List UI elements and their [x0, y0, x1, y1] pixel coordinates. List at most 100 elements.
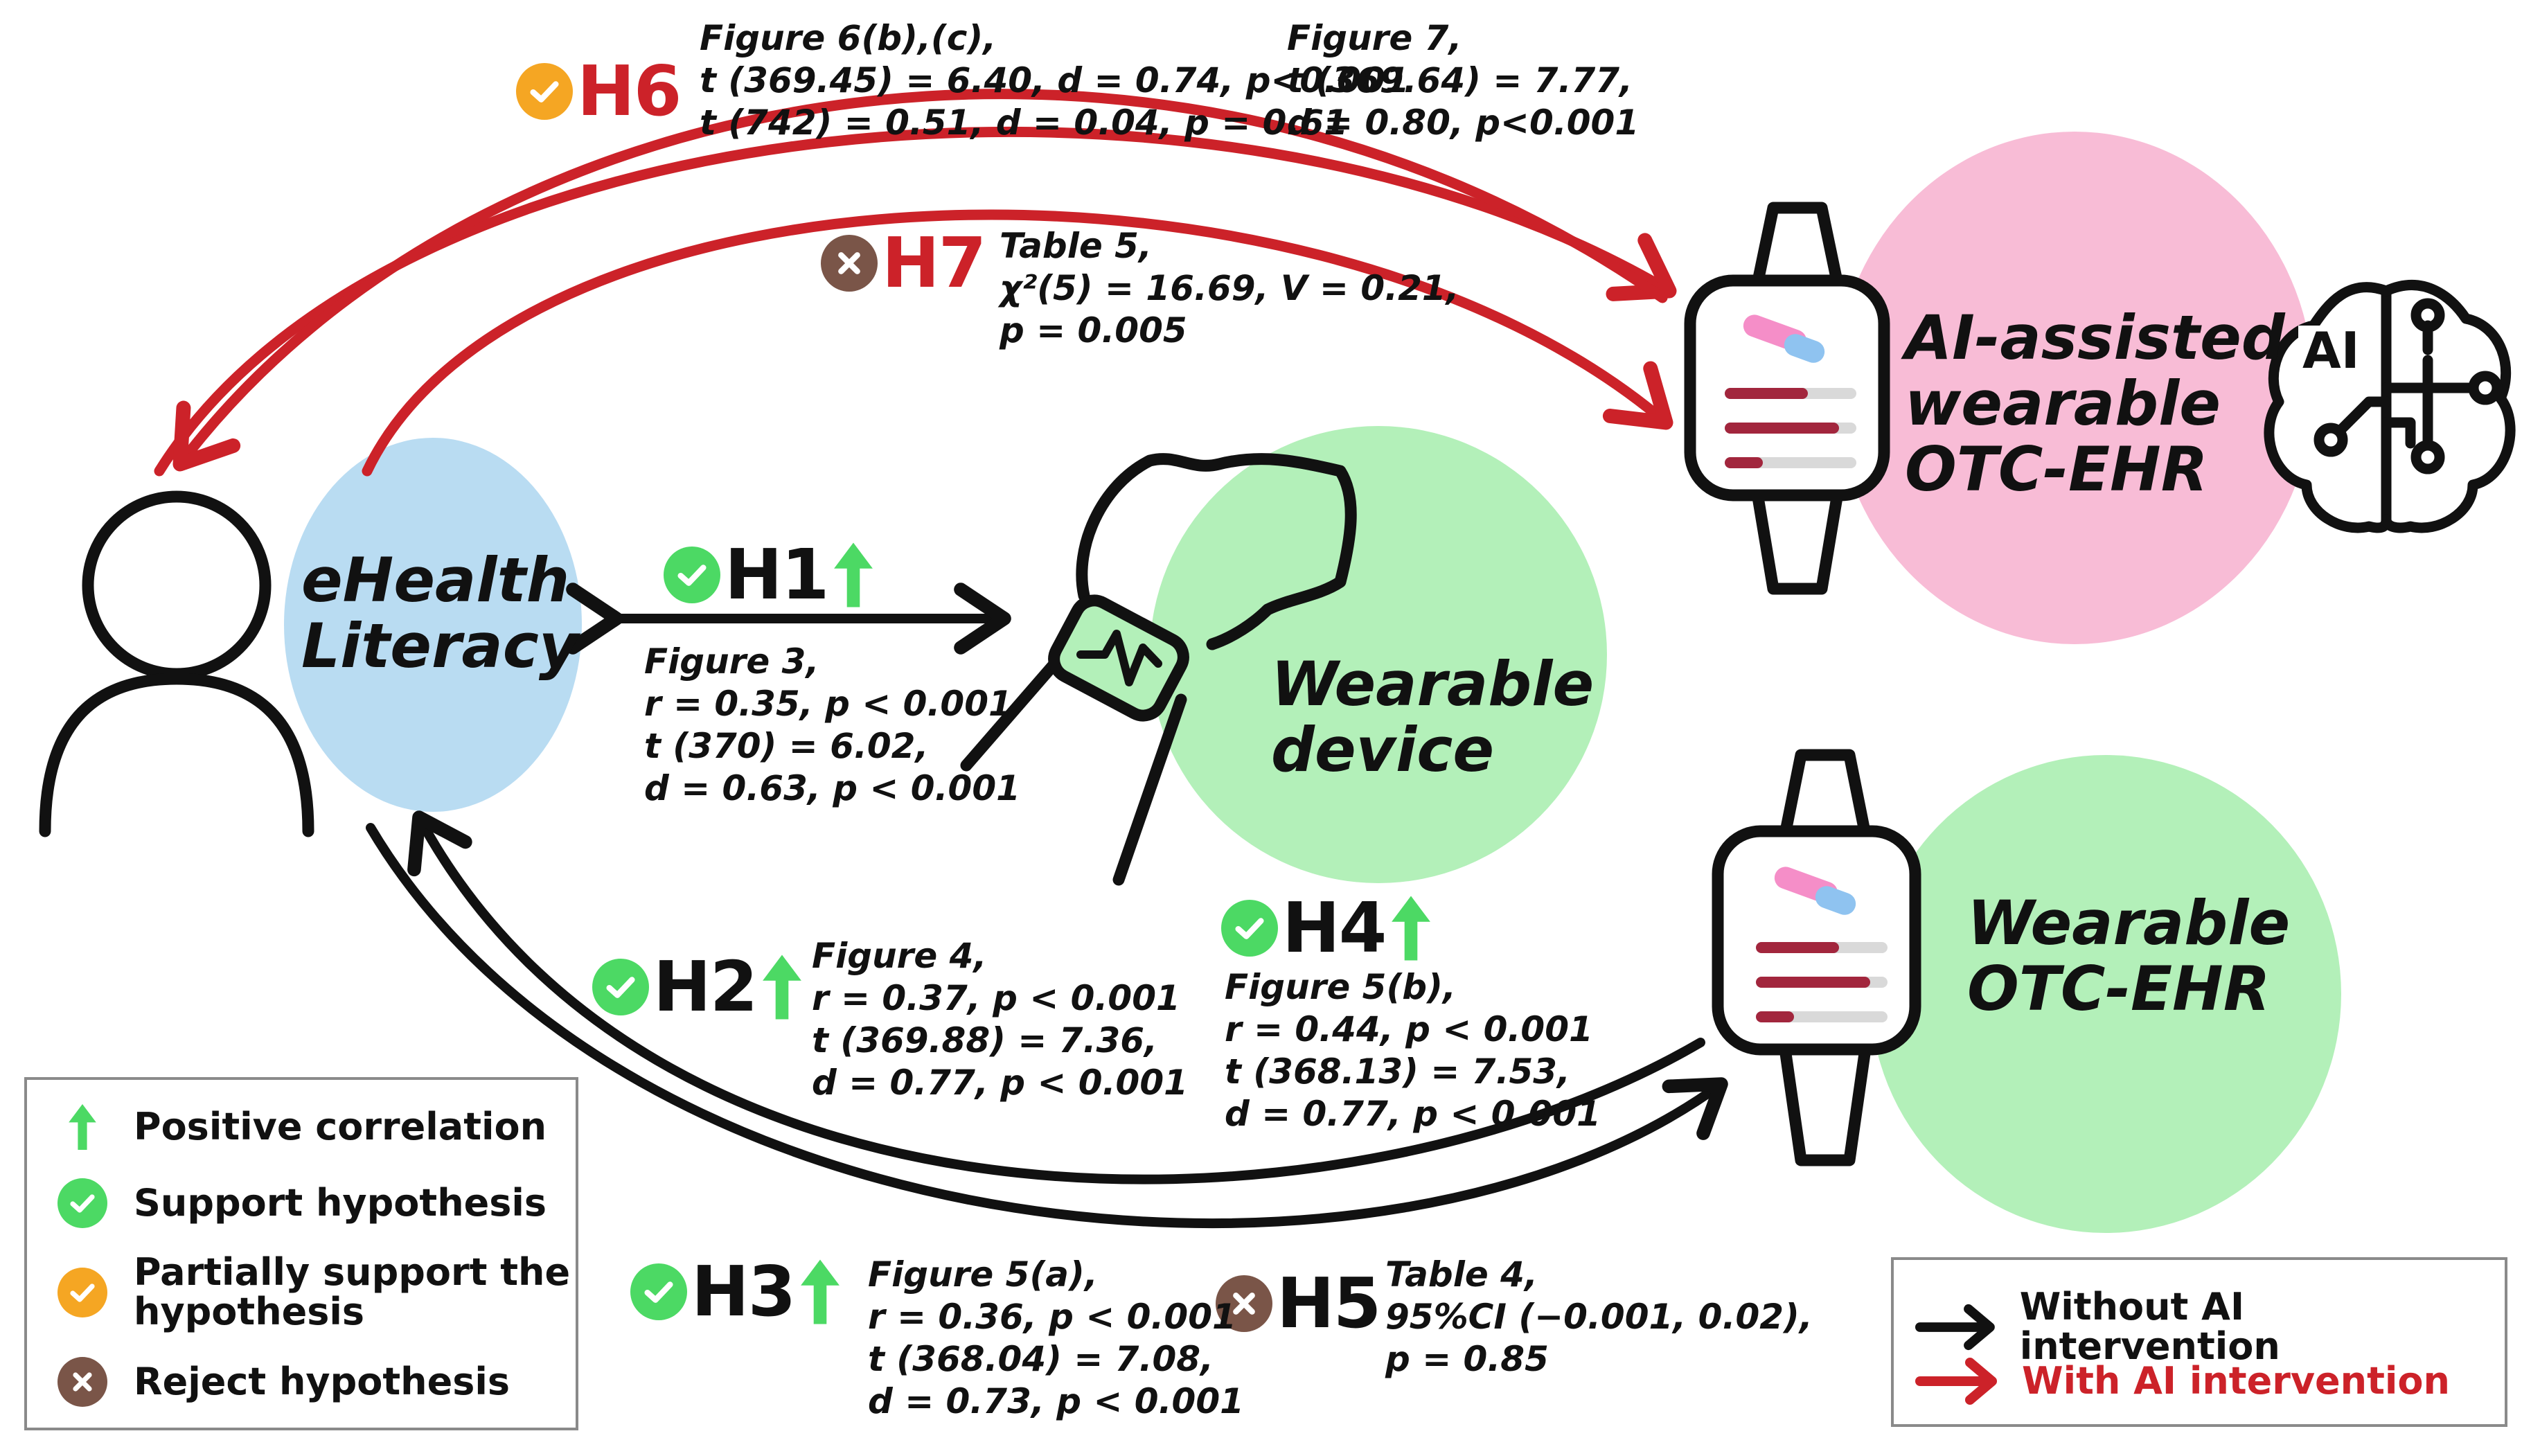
h4-stat-line: Figure 5(b),: [1225, 967, 1456, 1007]
reject-icon: [1216, 1275, 1272, 1332]
h6-stats-left: Figure 6(b),(c), t (369.45) = 6.40, d = …: [700, 17, 1410, 144]
h3-header: H3: [630, 1257, 842, 1326]
person-icon: [39, 490, 314, 837]
h6-stat-line: t (369.64) = 7.77,: [1287, 60, 1633, 100]
h4-header: H4: [1221, 894, 1432, 963]
h6-arrow-to-ehealth: [172, 89, 1668, 472]
black-arrow-icon: [1915, 1304, 1995, 1350]
legend-reject: Reject hypothesis: [55, 1357, 510, 1407]
h5-arrow: [407, 810, 1705, 1184]
h3-arrow: [366, 823, 1728, 1229]
h3-stat-line: t (368.04) = 7.08,: [868, 1339, 1214, 1379]
h2-stat-line: r = 0.37, p < 0.001: [812, 978, 1180, 1018]
h7-arrow: [362, 209, 1673, 477]
legend-positive-correlation-label: Positive correlation: [134, 1104, 547, 1148]
partial-icon: [57, 1267, 107, 1317]
ehr-label: Wearable OTC-EHR: [1967, 890, 2290, 1022]
h3-stat-line: Figure 5(a),: [868, 1254, 1098, 1295]
reject-icon: [821, 235, 878, 292]
ai-ehr-label: AI-assisted wearable OTC-EHR: [1905, 305, 2285, 502]
legend-with-ai-label: With AI intervention: [2022, 1358, 2450, 1403]
h6-stat-line: t (742) = 0.51, d = 0.04, p = 0.61: [700, 103, 1348, 143]
legend-support-icon-wrap: [55, 1178, 110, 1228]
h5-stat-line: 95%CI (−0.001, 0.02),: [1385, 1297, 1813, 1337]
wearable-device-label: Wearable device: [1271, 651, 1594, 783]
support-icon: [664, 547, 720, 603]
ehr-label-line2: OTC-EHR: [1967, 953, 2271, 1025]
h4-name: H4: [1282, 887, 1387, 968]
h7-stat-line: p = 0.005: [1000, 310, 1187, 350]
h2-stat-line: d = 0.77, p < 0.001: [812, 1063, 1188, 1103]
h6-header: H6: [516, 51, 682, 132]
arrow-legend: Without AI intervention With AI interven…: [1891, 1257, 2507, 1427]
legend-without-ai: Without AI intervention: [1915, 1285, 2505, 1368]
positive-correlation-icon: [55, 1101, 110, 1153]
legend-partial-label: Partially support the hypothesis: [134, 1252, 570, 1333]
h6-stat-line: Figure 7,: [1287, 18, 1462, 58]
positive-correlation-icon: [832, 540, 875, 610]
positive-correlation-icon: [761, 952, 803, 1022]
h4-stat-line: r = 0.44, p < 0.001: [1225, 1009, 1593, 1049]
legend-partial-line2: hypothesis: [134, 1289, 365, 1333]
h7-stat-line: χ²(5) = 16.69, V = 0.21,: [1000, 268, 1459, 308]
legend-support: Support hypothesis: [55, 1178, 547, 1228]
h3-stat-line: d = 0.73, p < 0.001: [868, 1381, 1244, 1421]
ehr-label-line1: Wearable: [1967, 887, 2291, 959]
h6-stat-line: d = 0.80, p<0.001: [1287, 103, 1640, 143]
ai-ehr-label-line3: OTC-EHR: [1905, 434, 2208, 506]
legend-reject-label: Reject hypothesis: [134, 1359, 510, 1403]
h1-stat-line: d = 0.63, p < 0.001: [644, 768, 1020, 808]
ai-badge-label: AI: [2298, 326, 2364, 375]
ai-ehr-label-line1: AI-assisted: [1905, 302, 2285, 373]
h3-name: H3: [691, 1251, 796, 1332]
h4-stat-line: d = 0.77, p < 0.001: [1225, 1094, 1601, 1134]
wrist-watch-icon: [960, 453, 1357, 886]
ehealth-literacy-label: eHealth Literacy: [301, 547, 578, 679]
ehealth-circle: [284, 438, 582, 812]
ai-ehr-label-line2: wearable: [1905, 368, 2221, 440]
wearable-device-label-line1: Wearable: [1271, 648, 1595, 720]
ehr-circle: [1870, 755, 2341, 1233]
status-legend: Positive correlation Support hypothesis …: [24, 1077, 578, 1430]
h6-stat-line: Figure 6(b),(c),: [700, 18, 997, 58]
support-icon: [57, 1178, 107, 1228]
h7-stats: Table 5, χ²(5) = 16.69, V = 0.21, p = 0.…: [1000, 225, 1459, 352]
h5-header: H5: [1216, 1269, 1381, 1338]
ehealth-label-line2: Literacy: [301, 610, 579, 682]
h2-header: H2: [592, 952, 803, 1022]
legend-without-ai-label: Without AI intervention: [2019, 1285, 2280, 1368]
wearable-device-label-line2: device: [1271, 714, 1495, 786]
h2-stats: Figure 4, r = 0.37, p < 0.001 t (369.88)…: [812, 935, 1188, 1104]
partial-icon: [516, 63, 573, 120]
legend-positive-correlation: Positive correlation: [55, 1101, 547, 1153]
h1-stats: Figure 3, r = 0.35, p < 0.001 t (370) = …: [644, 641, 1020, 810]
wearable-device-circle: [1150, 426, 1607, 883]
support-icon: [630, 1263, 687, 1320]
legend-support-label: Support hypothesis: [134, 1180, 547, 1225]
h5-stat-line: Table 4,: [1385, 1254, 1538, 1295]
h6-arrow-to-ai-ehr: [154, 126, 1677, 477]
red-arrow-icon: [1915, 1358, 1997, 1405]
h2-stat-line: Figure 4,: [812, 936, 987, 976]
h7-header: H7: [821, 222, 986, 303]
h2-name: H2: [653, 946, 758, 1027]
positive-correlation-icon: [1389, 894, 1432, 963]
h1-stat-line: r = 0.35, p < 0.001: [644, 684, 1013, 724]
h1-header: H1: [664, 540, 875, 610]
h6-stat-line: t (369.45) = 6.40, d = 0.74, p<0.001: [700, 60, 1410, 100]
h1-name: H1: [725, 534, 829, 615]
h6-stats-right: Figure 7, t (369.64) = 7.77, d = 0.80, p…: [1287, 17, 1639, 144]
h5-stat-line: p = 0.85: [1385, 1339, 1549, 1379]
ehr-watch-icon: [1712, 749, 1921, 1166]
ai-watch-icon: [1684, 202, 1890, 595]
legend-with-ai: With AI intervention: [1915, 1357, 2450, 1405]
ehealth-label-line1: eHealth: [301, 544, 570, 616]
ai-ehr-circle: [1836, 132, 2314, 644]
h7-name: H7: [882, 222, 986, 303]
h3-stats: Figure 5(a), r = 0.36, p < 0.001 t (368.…: [868, 1254, 1244, 1423]
h1-stat-line: Figure 3,: [644, 641, 819, 682]
support-icon: [592, 959, 649, 1015]
h6-name: H6: [577, 51, 682, 132]
legend-reject-icon-wrap: [55, 1357, 110, 1407]
